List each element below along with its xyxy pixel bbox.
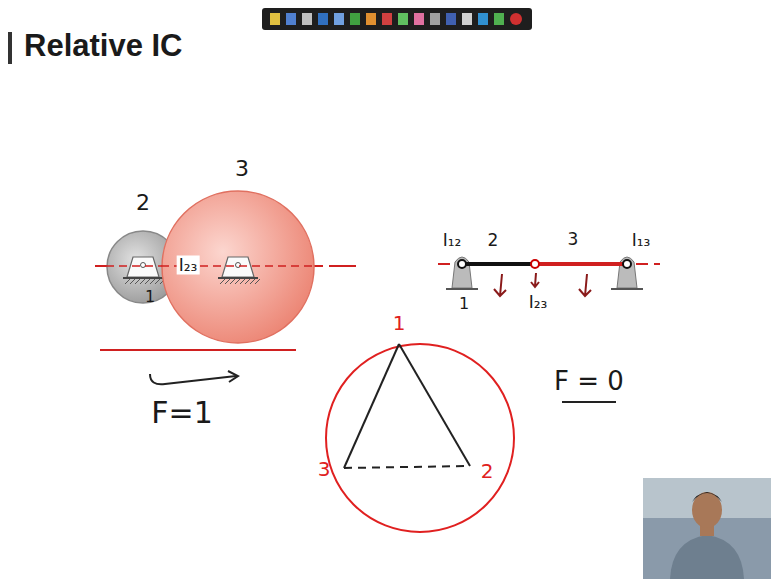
link-bar (462, 262, 535, 266)
unknown-ic-line (344, 466, 470, 468)
hatch (245, 279, 250, 284)
known-ic-line (399, 344, 470, 466)
hatch (230, 279, 235, 284)
hatch (150, 279, 155, 284)
ic-label: I₂₃ (529, 294, 548, 311)
known-ic-line (344, 344, 399, 468)
ic-label: I₁₂ (443, 232, 462, 249)
link-number: 1 (145, 289, 155, 305)
link-bar (535, 262, 627, 266)
hatch (225, 279, 230, 284)
arrow-head (228, 371, 238, 382)
pin-joint (458, 260, 466, 268)
presenter-video (643, 478, 771, 579)
pin-joint (531, 260, 539, 268)
pin-joint (623, 260, 631, 268)
hatch (255, 279, 260, 284)
bearing-base (218, 277, 258, 279)
link-number: 3 (568, 231, 579, 248)
vertex-number: 2 (481, 461, 494, 481)
center-line (330, 265, 356, 267)
bearing-block (222, 257, 254, 277)
bearing-base (123, 277, 163, 279)
kennedy-circle (326, 344, 514, 532)
motion-bracket (150, 374, 236, 384)
vertex-number: 3 (318, 459, 331, 479)
bearing-block (127, 257, 159, 277)
underline (562, 401, 616, 403)
hatch (235, 279, 240, 284)
hatch (140, 279, 145, 284)
ic-label: I₁₃ (632, 232, 651, 249)
hatch (155, 279, 160, 284)
wheel-number: 3 (235, 158, 249, 180)
dof-note: F = 0 (554, 368, 624, 394)
ic-label: I₂₃ (177, 256, 200, 275)
link-number: 2 (488, 232, 499, 249)
pin-support (446, 257, 643, 289)
vertex-number: 1 (393, 313, 406, 333)
hatch (125, 279, 130, 284)
hatch (220, 279, 225, 284)
link-number: 1 (459, 296, 469, 312)
dof-note: F=1 (151, 398, 212, 428)
hatch (135, 279, 140, 284)
wheel-number: 2 (136, 192, 150, 214)
hatch (240, 279, 245, 284)
accent-bar (8, 32, 12, 64)
hatch (130, 279, 135, 284)
slide-title: Relative IC (24, 30, 183, 61)
wheel-disc (162, 191, 314, 343)
hatch (250, 279, 255, 284)
axle (141, 263, 146, 268)
hatch (145, 279, 150, 284)
ground-line (100, 349, 296, 351)
annotation-toolbar (262, 8, 532, 30)
